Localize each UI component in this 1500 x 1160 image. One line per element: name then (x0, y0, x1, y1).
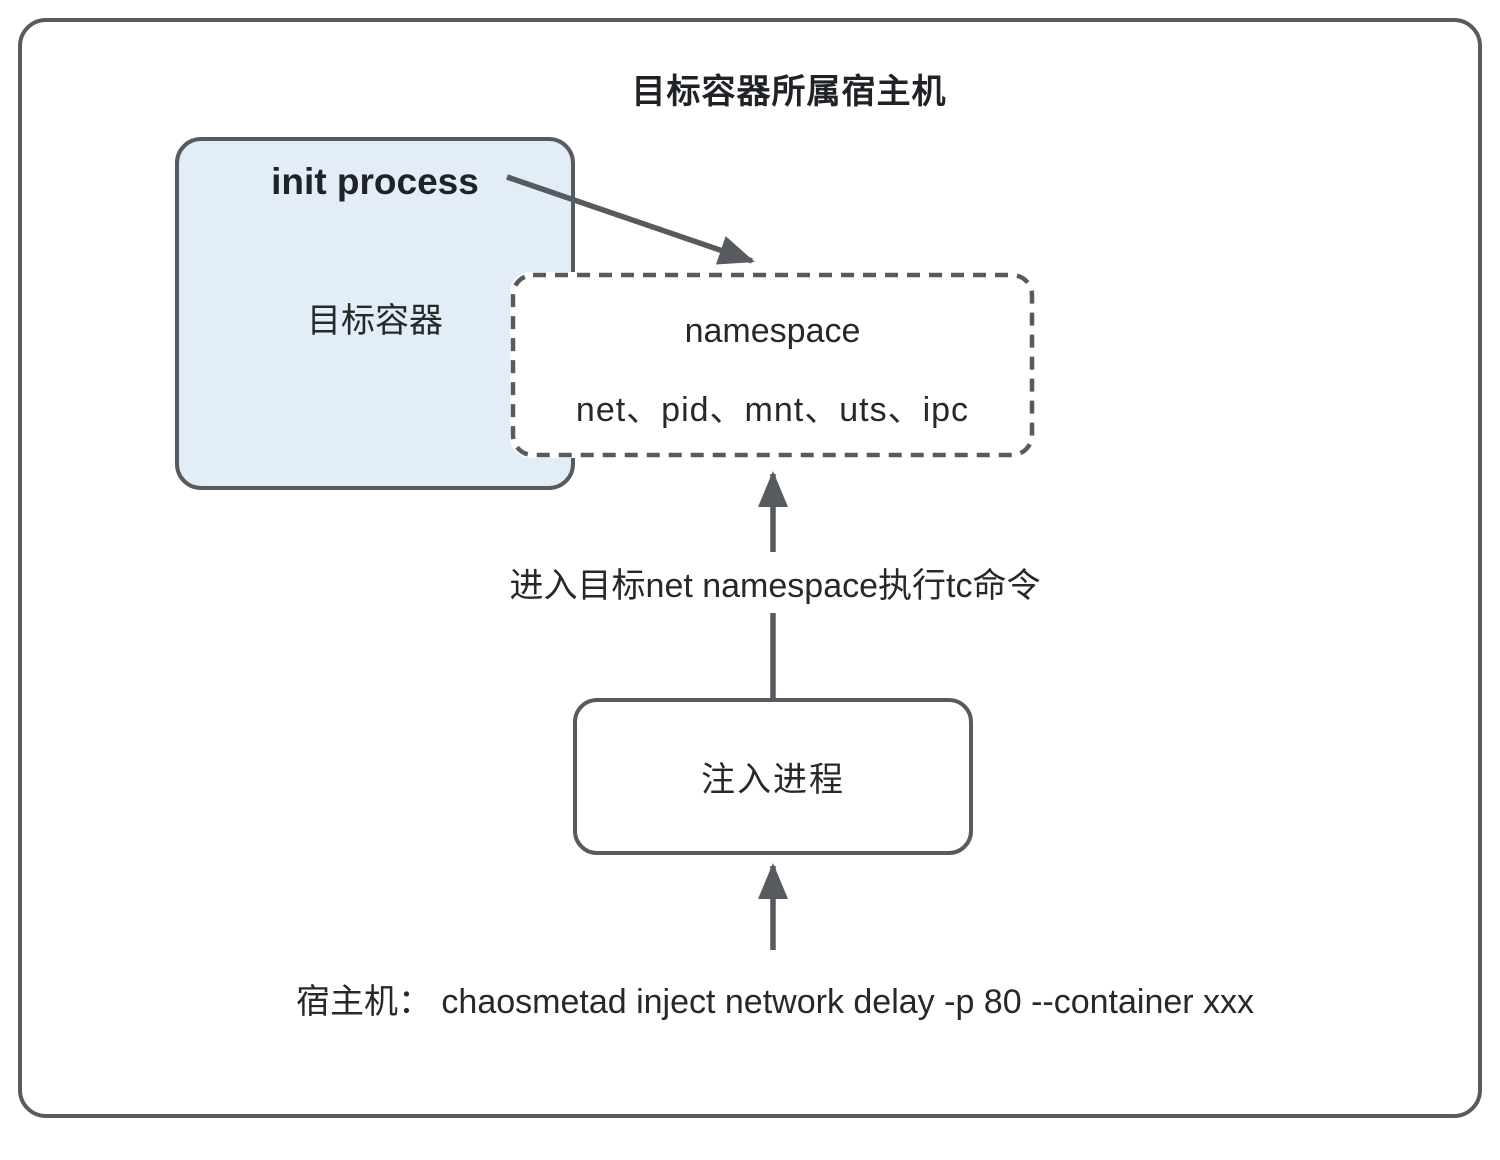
flow-step-label: 进入目标net namespace执行tc命令 (499, 552, 1051, 613)
host-title: 目标容器所属宿主机 (631, 73, 947, 111)
namespace-items: net、pid、mnt、uts、ipc (575, 391, 970, 429)
init-process-label: init process (271, 161, 479, 202)
host-command-text: 宿主机： chaosmetad inject network delay -p … (295, 983, 1255, 1021)
namespace-title: namespace (684, 312, 861, 350)
target-container-label: 目标容器 (307, 302, 443, 340)
namespace-dashed-border (510, 272, 1035, 458)
inject-process-box: 注入进程 (573, 698, 973, 855)
namespace-box: namespace net、pid、mnt、uts、ipc (510, 272, 1035, 458)
inject-process-label: 注入进程 (701, 761, 845, 799)
